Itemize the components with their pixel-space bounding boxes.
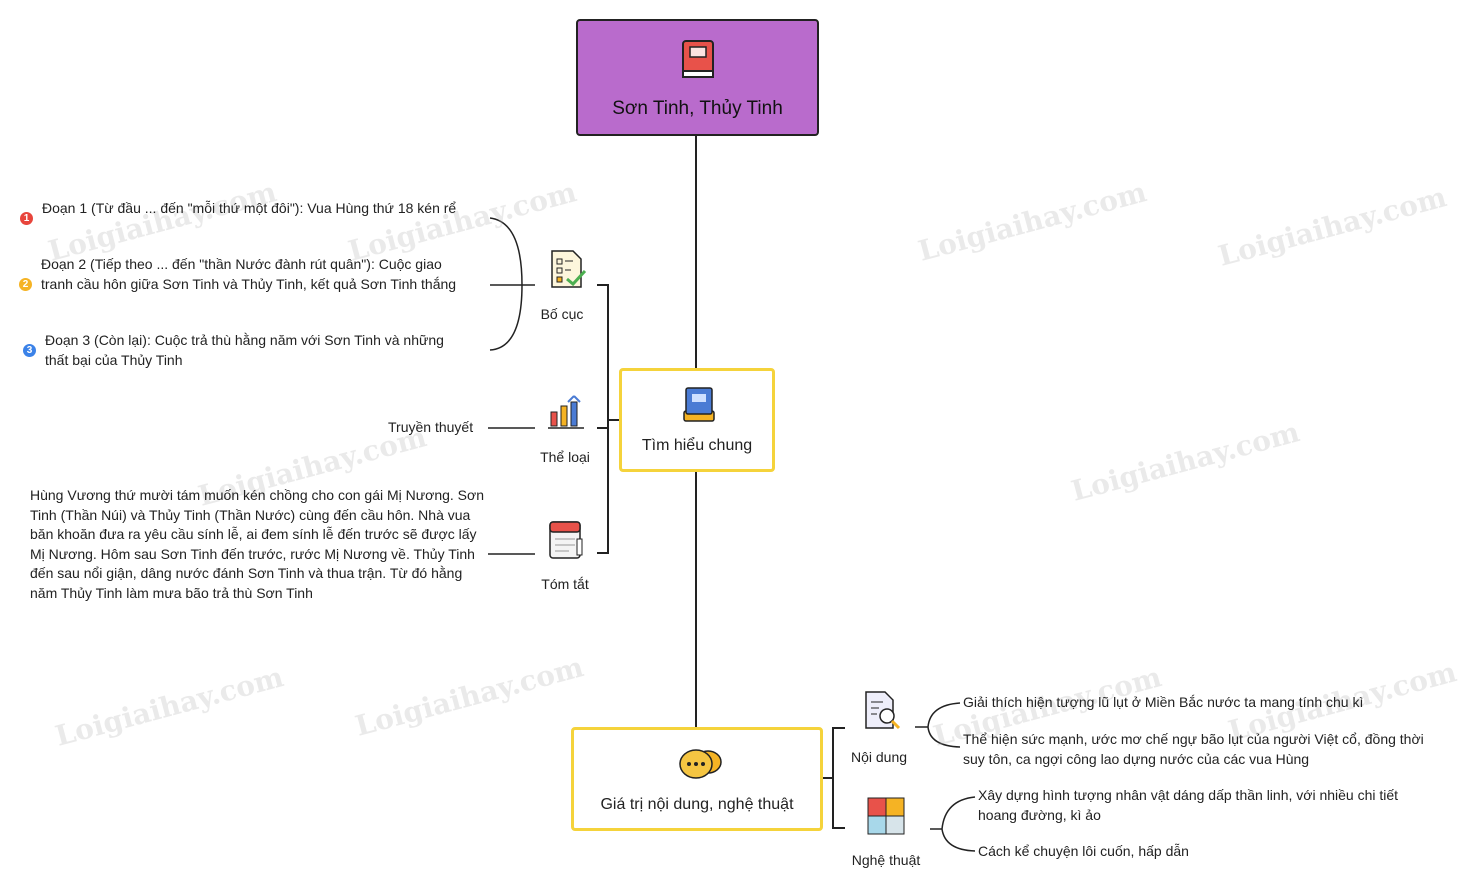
genre-label: Thể loại [540,449,590,465]
book-stack-icon [683,387,715,422]
genre-value: Truyền thuyết [388,419,474,435]
structure-item-1: Đoạn 1 (Từ đầu ... đến "mỗi thứ một đôi"… [42,200,457,216]
node-general[interactable]: Tìm hiểu chung [619,368,775,472]
number-badge-3: 3 [23,344,36,357]
structure-label: Bố cục [540,306,584,322]
art-item-1: Xây dựng hình tượng nhân vật dáng dấp th… [978,787,1399,823]
root-title: Sơn Tinh, Thủy Tinh [612,98,783,119]
content-label: Nội dung [850,749,908,765]
content-item-2: Thể hiện sức mạnh, ước mơ chế ngự bão lụ… [963,731,1424,767]
art-label: Nghệ thuật [851,852,921,868]
structure-item-3: Đoạn 3 (Còn lại): Cuộc trả thù hằng năm … [45,332,444,368]
bar-chart-icon [548,395,584,429]
number-badge-2: 2 [19,278,32,291]
document-search-icon [865,691,901,730]
art-item-2: Cách kể chuyện lôi cuốn, hấp dẫn [978,843,1189,859]
content-item-1: Giải thích hiện tượng lũ lụt ở Miền Bắc … [963,694,1364,710]
node-values[interactable]: Giá trị nội dung, nghệ thuật [571,727,823,831]
values-title: Giá trị nội dung, nghệ thuật [600,796,794,813]
chat-bubbles-icon [679,749,722,779]
structure-item-2: Đoạn 2 (Tiếp theo ... đến "thần Nước đàn… [41,256,457,292]
root-node[interactable]: Sơn Tinh, Thủy Tinh [576,19,819,136]
summary-text: Hùng Vương thứ mười tám muốn kén chồng c… [30,487,484,601]
general-title: Tìm hiểu chung [641,437,753,454]
number-badge-1: 1 [20,212,33,225]
summary-label: Tóm tắt [541,576,589,592]
checklist-icon [551,250,587,288]
notebook-icon [549,521,583,559]
book-icon [682,40,714,78]
puzzle-icon [867,797,905,835]
